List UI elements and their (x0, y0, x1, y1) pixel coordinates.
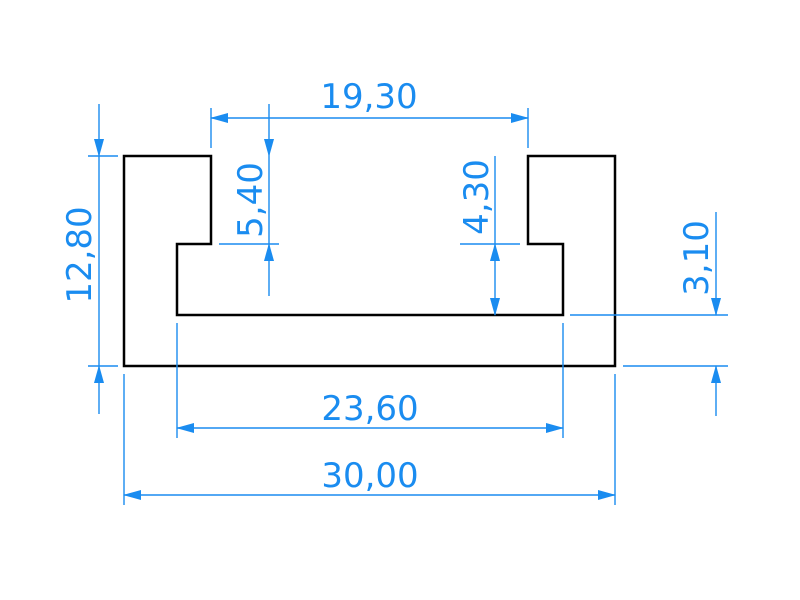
dim-label-right-lip-depth: 4,30 (457, 159, 497, 235)
dim-label-base-thickness: 3,10 (677, 220, 717, 296)
dim-label-overall-width: 30,00 (321, 456, 418, 496)
dim-label-inner-width: 23,60 (321, 389, 418, 429)
dim-label-left-lip-depth: 5,40 (231, 162, 271, 238)
profile-outline (122, 154, 617, 368)
dimension-labels: 19,30 12,80 5,40 4,30 3,10 23,60 30,00 (60, 77, 717, 496)
dim-label-top-opening: 19,30 (320, 77, 417, 117)
dim-label-total-height: 12,80 (60, 206, 100, 303)
dimension-lines (88, 104, 728, 505)
